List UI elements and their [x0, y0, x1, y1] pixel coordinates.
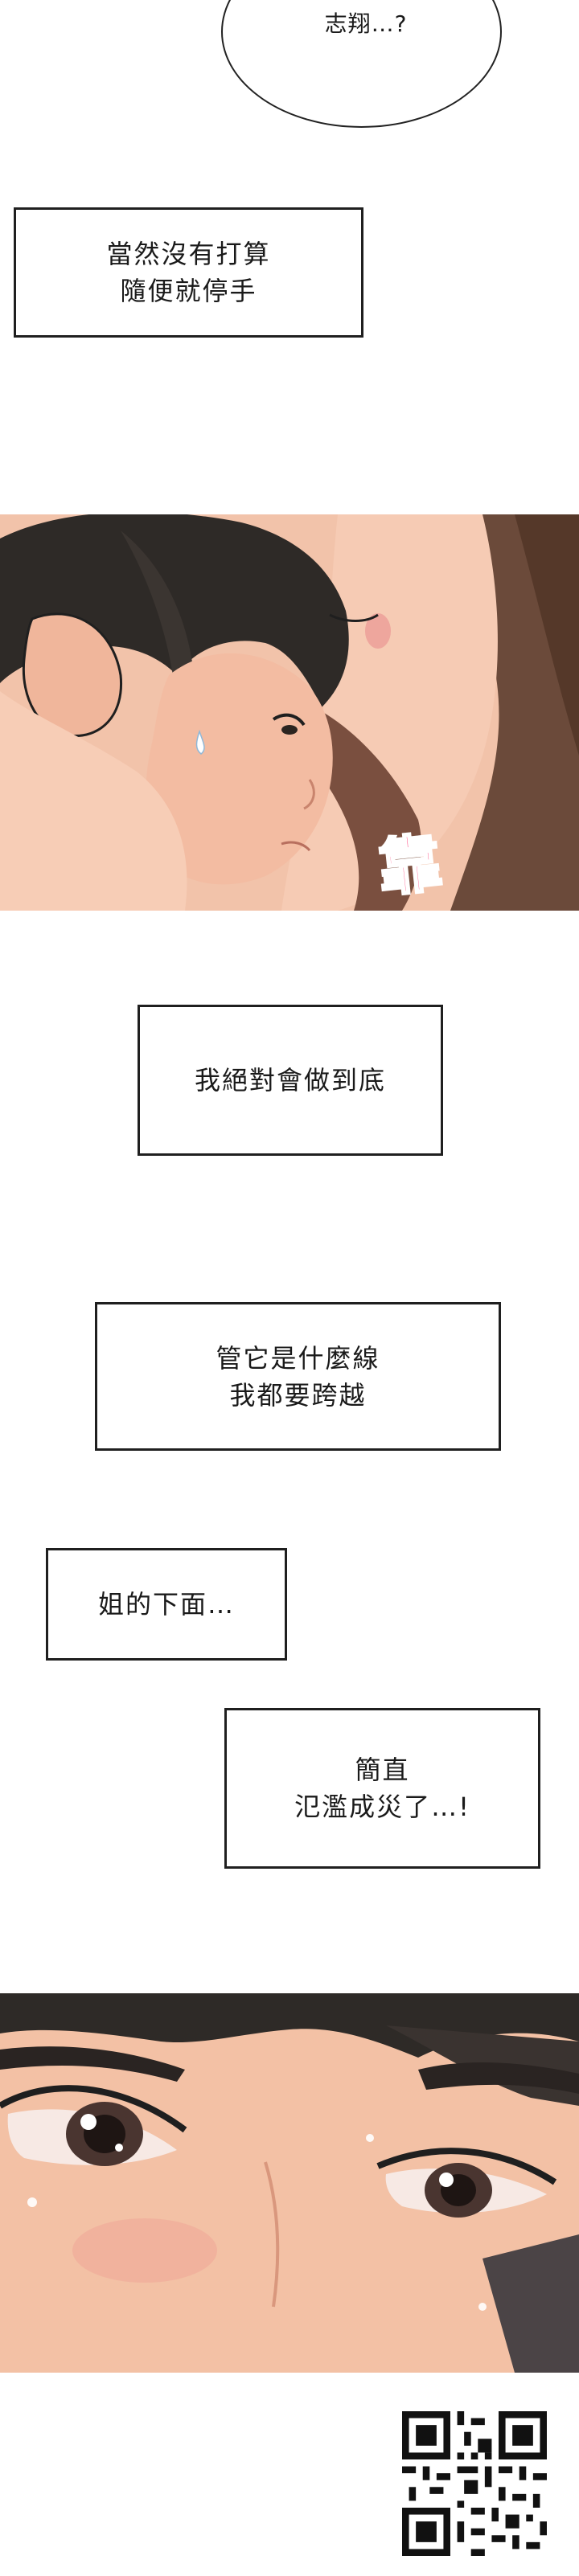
caption-text-3: 管它是什麼線 我都要跨越: [216, 1342, 380, 1411]
caption-box-3: 管它是什麼線 我都要跨越: [95, 1302, 501, 1451]
caption-box-1: 當然沒有打算 隨便就停手: [14, 207, 363, 338]
panel-2-art: [0, 1993, 579, 2373]
caption-text-1: 當然沒有打算 隨便就停手: [106, 239, 271, 306]
sfx-text: 靠: [374, 826, 446, 907]
caption-box-4: 姐的下面…: [46, 1548, 287, 1661]
panel-1-art: [0, 514, 579, 911]
caption-text-4: 姐的下面…: [97, 1589, 235, 1620]
panel-faces-closeup: 靠: [0, 514, 579, 911]
qr-code-graphic: [402, 2411, 547, 2556]
oval-speech-text: 志翔…?: [324, 10, 408, 37]
caption-text-5: 簡直 氾濫成災了…!: [294, 1755, 470, 1822]
caption-text-2: 我絕對會做到底: [194, 1065, 386, 1096]
caption-box-2: 我絕對會做到底: [138, 1005, 443, 1156]
panel-eyes-closeup: [0, 1993, 579, 2373]
qr-code-icon[interactable]: [402, 2411, 547, 2556]
caption-box-5: 簡直 氾濫成災了…!: [224, 1708, 540, 1869]
